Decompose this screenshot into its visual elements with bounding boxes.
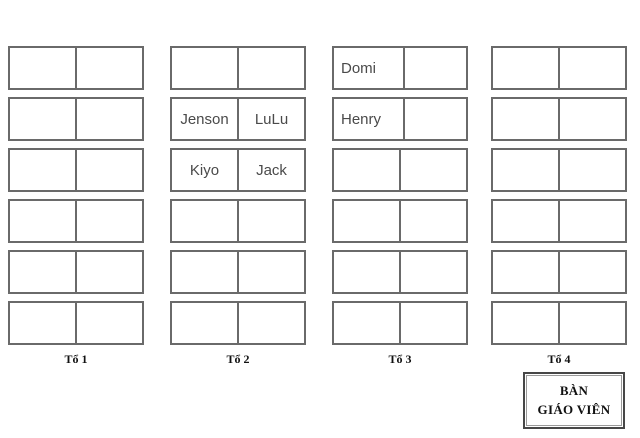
teacher-desk-line2: GIÁO VIÊN (537, 401, 611, 417)
desk (332, 301, 468, 345)
seat[interactable] (10, 150, 77, 190)
seat[interactable] (401, 252, 466, 292)
seat[interactable] (239, 303, 304, 343)
seat[interactable] (334, 201, 401, 241)
desk (332, 250, 468, 294)
desk (491, 301, 627, 345)
seat[interactable]: Kiyo (172, 150, 239, 190)
seat[interactable] (77, 99, 142, 139)
desk (170, 199, 306, 243)
seat[interactable] (493, 48, 560, 88)
group-to-1: Tổ 1 (8, 46, 144, 386)
seat[interactable]: Jenson (172, 99, 239, 139)
seat[interactable] (493, 201, 560, 241)
desk: Domi (332, 46, 468, 90)
group-label: Tổ 3 (388, 352, 412, 366)
seat[interactable]: Jack (256, 161, 287, 179)
group-label: Tổ 1 (64, 352, 88, 366)
desk (170, 250, 306, 294)
seat[interactable] (405, 48, 467, 88)
seat[interactable] (239, 252, 304, 292)
seat[interactable] (493, 252, 560, 292)
seat[interactable] (239, 201, 304, 241)
teacher-desk: BÀN GIÁO VIÊN (523, 372, 625, 429)
desk (332, 148, 468, 192)
seat[interactable] (10, 48, 77, 88)
seat[interactable] (10, 201, 77, 241)
desk (491, 46, 627, 90)
seat[interactable] (77, 201, 142, 241)
seat[interactable] (401, 201, 466, 241)
seat[interactable] (77, 150, 142, 190)
seat[interactable] (172, 48, 239, 88)
teacher-desk-inner: BÀN GIÁO VIÊN (526, 375, 622, 426)
seat[interactable] (10, 99, 77, 139)
seat[interactable]: Henry (334, 99, 405, 139)
desk (170, 46, 306, 90)
seat[interactable] (560, 48, 625, 88)
desk (8, 199, 144, 243)
seat[interactable] (10, 303, 77, 343)
teacher-desk-line1: BÀN (559, 382, 589, 398)
group-label: Tổ 2 (226, 352, 250, 366)
seat[interactable] (77, 252, 142, 292)
group-to-3: Domi Henry Tổ 3 (332, 46, 468, 386)
desk (8, 46, 144, 90)
desk: Kiyo Jack (170, 148, 306, 192)
desk: Jenson LuLu (170, 97, 306, 141)
seat[interactable] (401, 150, 466, 190)
group-to-4: Tổ 4 (491, 46, 627, 386)
seat[interactable] (172, 303, 239, 343)
seat[interactable] (405, 99, 467, 139)
seat[interactable] (560, 303, 625, 343)
seat[interactable] (560, 150, 625, 190)
seat[interactable] (401, 303, 466, 343)
desk (8, 148, 144, 192)
seat[interactable] (77, 303, 142, 343)
group-to-2: Jenson LuLu Kiyo Jack Tổ 2 (170, 46, 306, 386)
seat[interactable]: LuLu (254, 110, 289, 128)
seat[interactable] (239, 48, 304, 88)
seat[interactable] (493, 99, 560, 139)
seat[interactable] (493, 150, 560, 190)
desk (491, 148, 627, 192)
desk (8, 250, 144, 294)
seat[interactable] (334, 303, 401, 343)
seat[interactable] (77, 48, 142, 88)
desk (8, 301, 144, 345)
seat[interactable] (560, 201, 625, 241)
seat[interactable] (10, 252, 77, 292)
group-label: Tổ 4 (547, 352, 571, 366)
seat[interactable] (560, 99, 625, 139)
seat[interactable] (172, 252, 239, 292)
desk (170, 301, 306, 345)
desk (332, 199, 468, 243)
seat[interactable] (334, 252, 401, 292)
desk (491, 250, 627, 294)
desk (491, 199, 627, 243)
seat[interactable] (334, 150, 401, 190)
desk: Henry (332, 97, 468, 141)
seat[interactable] (493, 303, 560, 343)
seat[interactable]: Domi (334, 48, 405, 88)
desk (8, 97, 144, 141)
desk (491, 97, 627, 141)
seat[interactable] (560, 252, 625, 292)
seat[interactable] (172, 201, 239, 241)
